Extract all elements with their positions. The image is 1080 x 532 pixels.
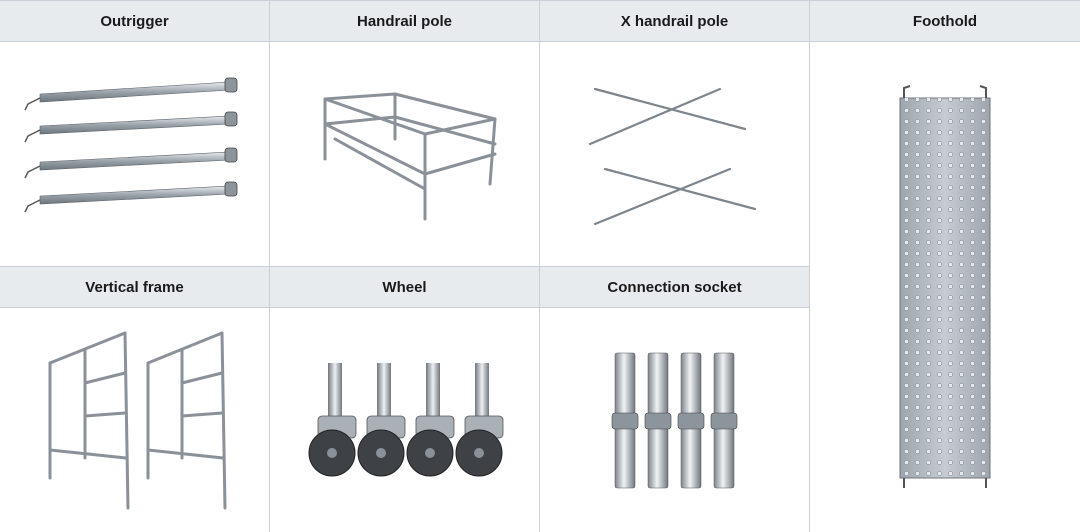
handrail-pole-image bbox=[270, 42, 540, 267]
connection-socket-image bbox=[540, 308, 810, 532]
foothold-image bbox=[810, 42, 1080, 532]
header-foothold: Foothold bbox=[810, 1, 1080, 42]
header-outrigger: Outrigger bbox=[0, 1, 270, 42]
header-wheel: Wheel bbox=[270, 267, 540, 308]
outrigger-image bbox=[0, 42, 270, 267]
header-handrail-pole: Handrail pole bbox=[270, 1, 540, 42]
header-x-handrail-pole: X handrail pole bbox=[540, 1, 810, 42]
header-vertical-frame: Vertical frame bbox=[0, 267, 270, 308]
x-handrail-pole-image bbox=[540, 42, 810, 267]
vertical-frame-image bbox=[0, 308, 270, 532]
wheel-image bbox=[270, 308, 540, 532]
header-connection-socket: Connection socket bbox=[540, 267, 810, 308]
